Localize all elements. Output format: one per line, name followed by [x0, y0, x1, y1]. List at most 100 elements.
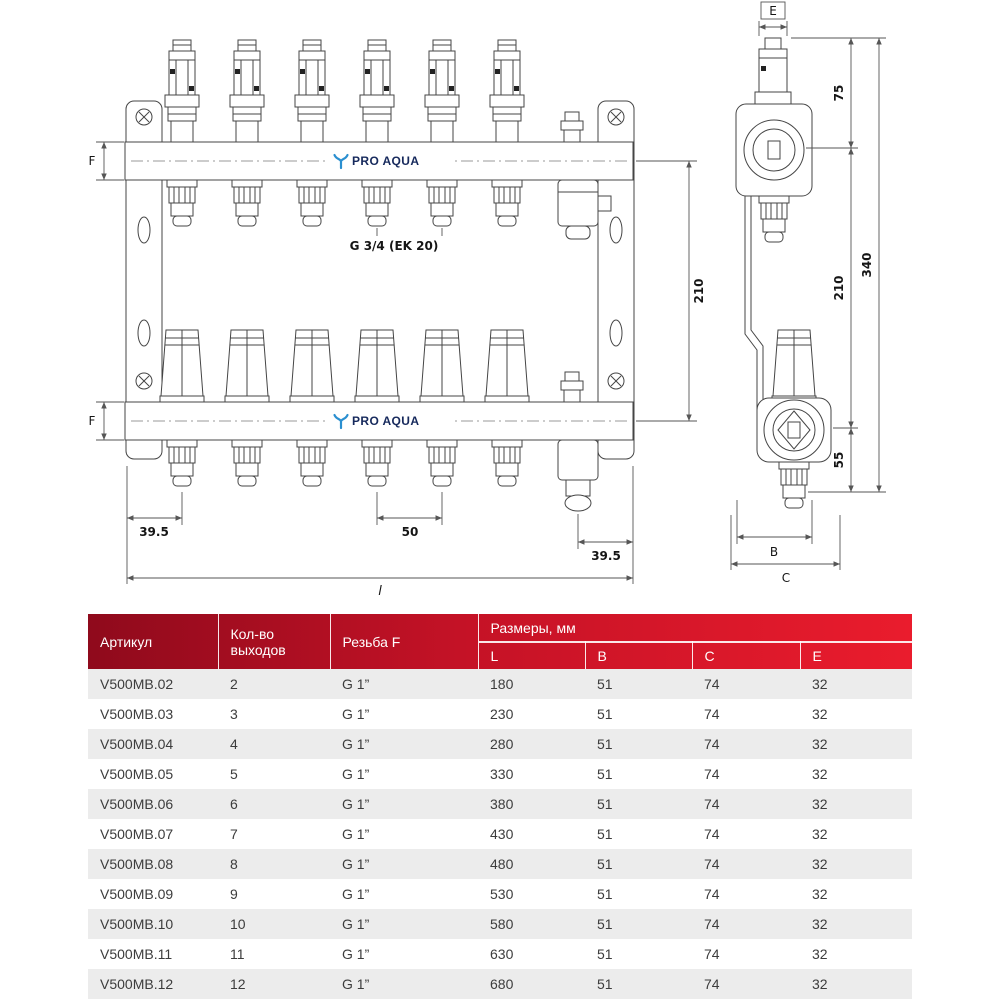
cell-B: 51 — [597, 916, 613, 932]
cell-C: 74 — [704, 676, 720, 692]
side-valve-top — [754, 37, 792, 105]
cell-B: 51 — [597, 706, 613, 722]
cell-E: 32 — [812, 766, 828, 782]
dim-label-c: C — [782, 571, 790, 585]
cell-B: 51 — [597, 946, 613, 962]
cell-outputs: 3 — [230, 706, 238, 722]
dim-label-340: 340 — [860, 252, 874, 277]
dim-label-39-5: 39.5 — [139, 525, 169, 539]
dimension-b: B — [736, 500, 813, 559]
flow-meter — [424, 39, 460, 143]
cell-outputs: 2 — [230, 676, 238, 692]
thermo-cap — [289, 329, 335, 403]
cell-thread: G 1” — [342, 976, 370, 992]
cell-L: 580 — [490, 916, 514, 932]
cell-outputs: 8 — [230, 856, 238, 872]
eurocone-fitting — [361, 179, 393, 227]
supply-manifold-bar: PRO AQUA — [124, 141, 634, 181]
right-mounting-bracket — [597, 100, 635, 460]
cell-outputs: 12 — [230, 976, 246, 992]
header-article: Артикул — [88, 614, 219, 669]
supply-outlet-fittings — [166, 179, 523, 227]
cell-B: 51 — [597, 766, 613, 782]
cell-C: 74 — [704, 766, 720, 782]
return-manifold-bar: PRO AQUA — [124, 401, 634, 441]
header-sizes-group: Размеры, мм — [478, 614, 913, 643]
cell-article: V500MB.07 — [100, 826, 174, 842]
brand-logo-icon — [333, 153, 349, 170]
dimension-e: E — [758, 1, 788, 36]
flow-meter — [229, 39, 265, 143]
dim-label-50: 50 — [402, 525, 419, 539]
screw-icon — [607, 108, 625, 126]
cell-C: 74 — [704, 916, 720, 932]
eurocone-fitting — [231, 179, 263, 227]
cell-thread: G 1” — [342, 856, 370, 872]
cell-article: V500MB.10 — [100, 916, 174, 932]
header-size-l: L — [478, 642, 586, 669]
cell-C: 74 — [704, 796, 720, 812]
cell-B: 51 — [597, 736, 613, 752]
eurocone-fitting — [491, 179, 523, 227]
eurocone-fitting — [426, 439, 458, 487]
cell-outputs: 9 — [230, 886, 238, 902]
flow-meter — [164, 39, 200, 143]
cell-thread: G 1” — [342, 886, 370, 902]
header-size-e: E — [812, 648, 822, 664]
cell-thread: G 1” — [342, 766, 370, 782]
air-vent-bottom — [560, 371, 584, 403]
cell-L: 680 — [490, 976, 514, 992]
cell-thread: G 1” — [342, 796, 370, 812]
dim-label-l: l — [378, 584, 382, 599]
thermo-cap — [484, 329, 530, 403]
thermo-cap — [159, 329, 205, 403]
cell-E: 32 — [812, 886, 828, 902]
cell-E: 32 — [812, 736, 828, 752]
screw-icon — [135, 372, 153, 390]
cell-E: 32 — [812, 706, 828, 722]
thermo-cap — [224, 329, 270, 403]
cell-E: 32 — [812, 976, 828, 992]
side-fitting-top — [758, 195, 790, 243]
spec-table: Артикул Кол-во выходов Резьба F Размеры,… — [88, 614, 913, 999]
dimension-f-top: F — [89, 141, 124, 181]
eurocone-fitting — [166, 179, 198, 227]
manifold-drawing-svg: PRO AQUA PRO AQUA — [89, 1, 886, 599]
cell-article: V500MB.12 — [100, 976, 174, 992]
dimension-39-5-right: 39.5 — [577, 466, 634, 563]
air-vent-top — [560, 111, 584, 143]
side-rail — [750, 196, 764, 400]
cell-outputs: 4 — [230, 736, 238, 752]
header-size-b: B — [585, 642, 693, 669]
cell-L: 480 — [490, 856, 514, 872]
cell-outputs: 5 — [230, 766, 238, 782]
side-fitting-bottom — [778, 461, 810, 509]
dimension-l-overall: l — [126, 525, 634, 599]
cell-thread: G 1” — [342, 916, 370, 932]
dimension-210-side: 210 — [832, 148, 858, 429]
cell-E: 32 — [812, 826, 828, 842]
cell-article: V500MB.06 — [100, 796, 174, 812]
cell-B: 51 — [597, 886, 613, 902]
spec-table-section: Артикул Кол-во выходов Резьба F Размеры,… — [88, 614, 913, 999]
cell-L: 280 — [490, 736, 514, 752]
cell-article: V500MB.03 — [100, 706, 174, 722]
flow-meters — [164, 39, 525, 143]
cell-article: V500MB.09 — [100, 886, 174, 902]
dimension-f-bottom: F — [89, 401, 124, 441]
side-thermo-cap — [771, 329, 817, 403]
return-outlet-fittings — [166, 439, 523, 487]
cell-C: 74 — [704, 826, 720, 842]
drain-valve-top — [557, 179, 612, 240]
eurocone-fitting — [361, 439, 393, 487]
cell-article: V500MB.08 — [100, 856, 174, 872]
cell-L: 180 — [490, 676, 514, 692]
dimension-55: 55 — [808, 428, 886, 493]
brand-logo-icon — [333, 413, 349, 430]
cell-C: 74 — [704, 706, 720, 722]
cell-C: 74 — [704, 946, 720, 962]
